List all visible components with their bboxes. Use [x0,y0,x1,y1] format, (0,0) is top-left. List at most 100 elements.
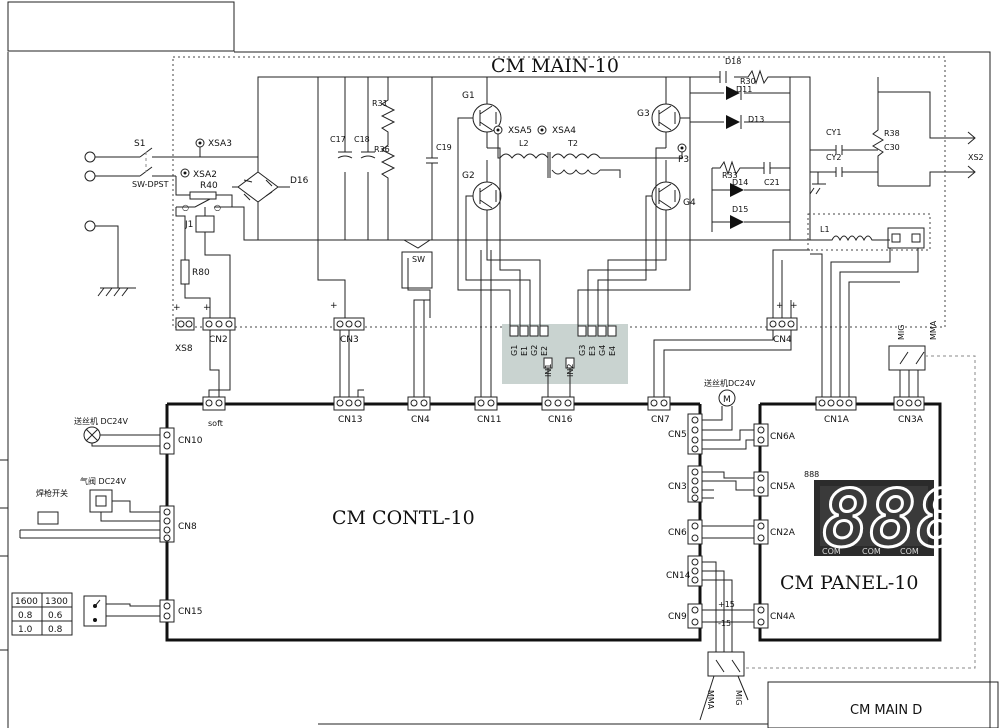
middle-connectors: CN5 CN3 CN6 CN14 CN9 M 送丝机DC24V +15 -15 [666,378,756,656]
svg-text:CY1: CY1 [826,128,841,137]
output-filter: CY1 CY2 R38 C30 XS2 L1 [790,76,984,251]
snubber-network: D18 R30 D11 D13 R33 D14 C21 D15 [689,57,791,240]
svg-text:+: + [203,303,211,313]
current-selector: 1600 1300 0.8 0.6 1.0 0.8 [11,592,160,636]
bridge-rectifier-d16: D16 [232,76,318,240]
svg-text:CN6: CN6 [668,528,687,538]
svg-text:CN4: CN4 [411,415,430,425]
svg-text:MMA: MMA [706,690,715,710]
svg-text:CN15: CN15 [178,607,202,617]
svg-text:CN4: CN4 [773,335,792,345]
svg-text:+: + [790,301,798,311]
svg-text:G4: G4 [683,198,696,208]
svg-text:D15: D15 [732,205,748,214]
svg-text:MIG: MIG [734,690,743,705]
svg-text:XSA5: XSA5 [508,126,532,136]
gas-valve-symbol: 气阀 DC24V 焊枪开关 [19,476,160,539]
svg-text:CN3: CN3 [668,482,687,492]
r80-resistor: R80 [180,259,211,318]
svg-text:送丝机 DC24V: 送丝机 DC24V [74,416,128,426]
gate-pin-group [509,325,617,369]
svg-text:R40: R40 [200,181,218,191]
input-terminals [84,151,140,297]
svg-text:G1: G1 [462,91,475,101]
svg-text:D11: D11 [736,85,752,94]
fan-symbol: 送丝机 DC24V [74,416,160,447]
svg-text:E3: E3 [588,346,597,356]
panel-connectors: CN6A CN5A CN2A CN4A CN1A CN3A [753,248,925,629]
main-board-outline [172,56,946,328]
svg-text:XSA4: XSA4 [552,126,576,136]
svg-text:D13: D13 [748,115,764,124]
svg-text:0.8: 0.8 [18,611,33,621]
svg-text:1600: 1600 [15,597,38,607]
svg-text:C17: C17 [330,135,346,144]
svg-text:C21: C21 [764,178,780,187]
gate-drive-wires [486,147,667,400]
svg-text:C19: C19 [436,143,452,152]
svg-text:T2: T2 [567,139,578,148]
switch-s1: S1 SW-DPST [132,139,200,189]
svg-text:soft: soft [208,419,223,428]
svg-text:E4: E4 [608,346,617,356]
svg-text:G2: G2 [462,171,475,181]
svg-text:+15: +15 [718,600,735,609]
svg-text:送丝机DC24V: 送丝机DC24V [704,378,756,388]
board-title-bottom: CM MAIN D [850,703,922,718]
svg-text:MMA: MMA [929,320,938,340]
svg-text:G1: G1 [510,345,519,356]
svg-text:CN4A: CN4A [770,612,796,622]
svg-text:CN10: CN10 [178,436,203,446]
svg-text:CN2: CN2 [209,335,228,345]
igbt-g4: G4 [597,160,696,326]
control-top-connectors: soft CN13 CN4 CN11 CN16 CN7 [202,250,792,428]
svg-text:0.8: 0.8 [48,625,63,635]
xsa2-r40-relay: XSA2 R40 ○○ J1 [175,168,810,318]
mig-mma-switch-top: MIG MMA [745,320,976,669]
svg-text:CN6A: CN6A [770,432,796,442]
svg-text:XS2: XS2 [968,153,984,162]
svg-text:XS8: XS8 [175,344,193,354]
svg-text:R36: R36 [374,145,390,154]
svg-text:气阀 DC24V: 气阀 DC24V [80,476,126,486]
main-connectors: XS8 CN2 ++ CN3 + CN4 ++ [173,249,810,354]
svg-text:1300: 1300 [45,597,68,607]
svg-text:焊枪开关: 焊枪开关 [36,488,68,498]
svg-text:J1: J1 [184,220,193,230]
svg-text:G3: G3 [578,345,587,356]
svg-text:CN1A: CN1A [824,415,850,425]
svg-text:CN14: CN14 [666,571,691,581]
svg-text:R80: R80 [192,268,210,278]
xsa3-testpoint: XSA3 [195,138,259,172]
svg-text:COM: COM [822,547,841,556]
svg-text:S1: S1 [134,139,145,149]
svg-text:CN11: CN11 [477,415,501,425]
svg-text:E2: E2 [540,346,549,356]
igbt-g2: G2 [462,160,531,326]
panel-board-title: CM PANEL-10 [780,572,919,594]
svg-text:CN5A: CN5A [770,482,796,492]
svg-text:CN2A: CN2A [770,528,796,538]
dc-bus: C17 C18 R31 R36 C19 SW [258,76,690,318]
svg-text:+: + [173,303,181,313]
svg-text:CN16: CN16 [548,415,573,425]
svg-text:CY2: CY2 [826,153,841,162]
svg-text:CN3A: CN3A [898,415,924,425]
svg-text:R33: R33 [722,171,738,180]
svg-text:CN7: CN7 [651,415,670,425]
mig-mma-switch-bottom: MMA MIG [699,651,749,721]
svg-text:R31: R31 [372,99,388,108]
svg-text:MIG: MIG [897,325,906,340]
svg-text:+: + [330,301,338,311]
svg-text:R38: R38 [884,129,900,138]
svg-text:CN5: CN5 [668,430,687,440]
svg-text:XSA2: XSA2 [193,170,217,180]
svg-text:L1: L1 [820,225,830,234]
svg-text:CN9: CN9 [668,612,687,622]
svg-text:CN13: CN13 [338,415,362,425]
svg-text:R30: R30 [740,77,756,86]
svg-text:L2: L2 [519,139,529,148]
